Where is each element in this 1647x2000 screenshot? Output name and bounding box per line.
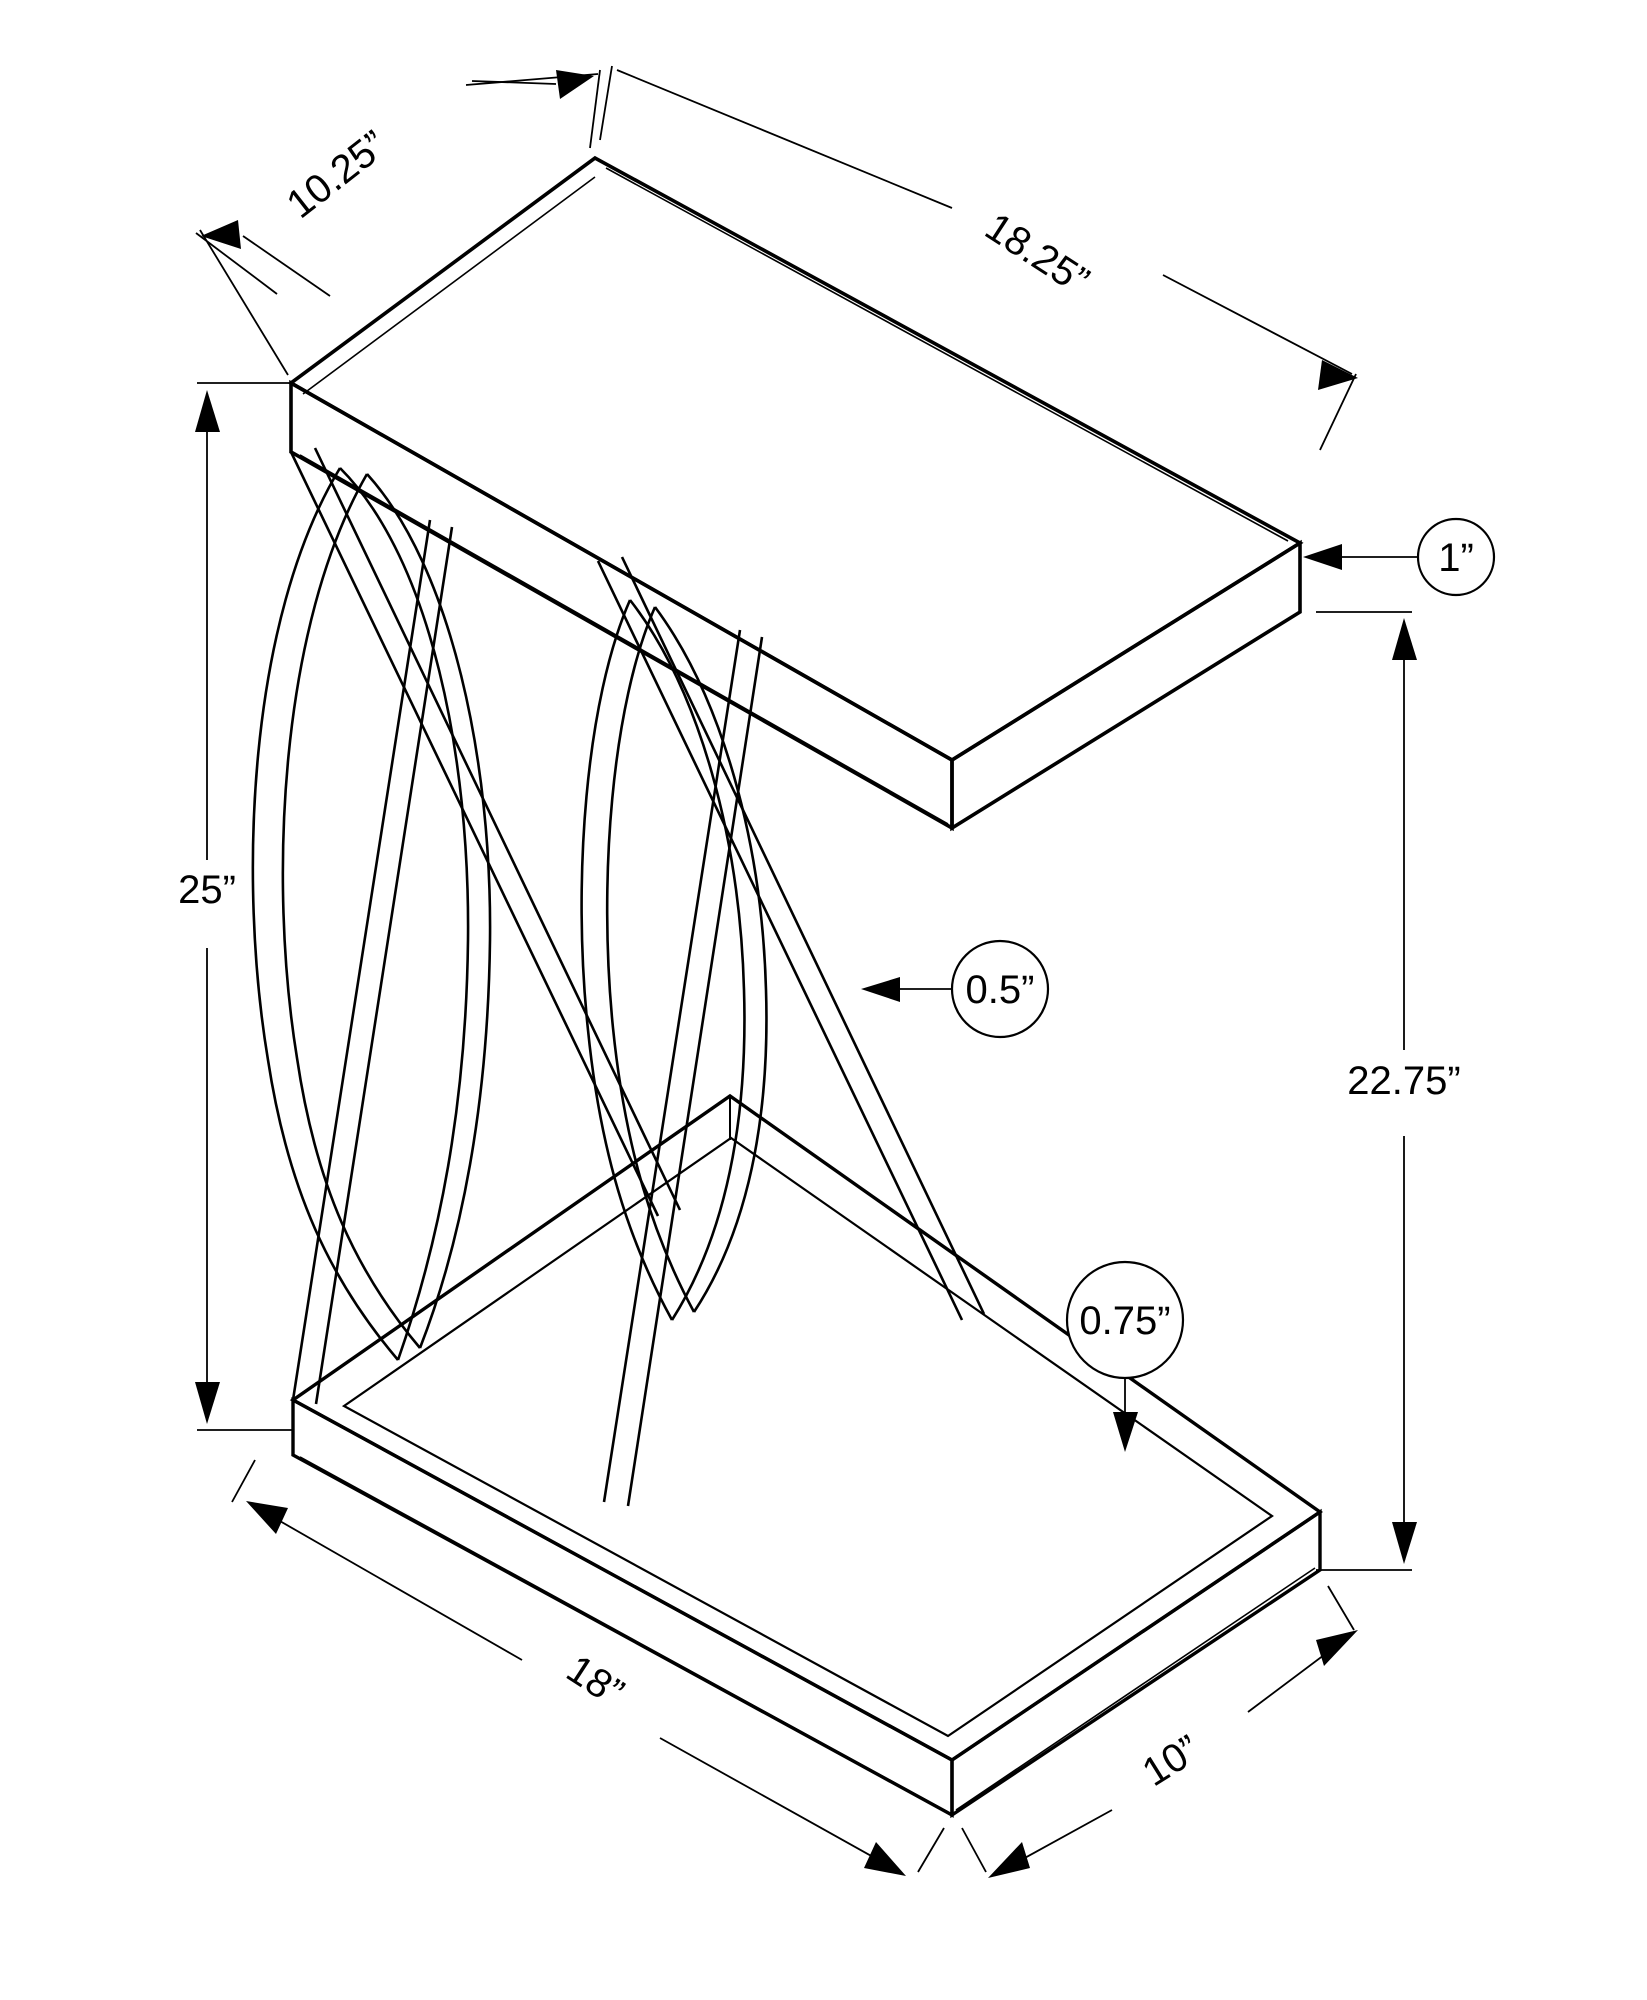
dimension-label-width-top: 18.25” <box>978 205 1097 304</box>
dimension-label-height-total: 25” <box>178 868 236 912</box>
callout-label-shelf-thickness: 0.75” <box>1079 1299 1170 1343</box>
callout-shelf-thickness <box>1065 1260 1185 1452</box>
dimension-label-width-base: 18” <box>559 1647 631 1715</box>
base-shelf-frame <box>289 1093 1323 1819</box>
callout-circle-1in <box>1416 517 1496 597</box>
dimension-label-depth-top: 10.25” <box>279 123 395 228</box>
dimension-label-height-shelf: 22.75” <box>1347 1059 1460 1103</box>
dimension-label-depth-base: 10” <box>1135 1727 1207 1795</box>
dimension-height-total <box>195 382 292 1431</box>
table-top-panel <box>287 155 1304 832</box>
dimension-width-top <box>599 65 1358 451</box>
callout-labels: 1” 0.5” 0.75” <box>966 536 1474 1343</box>
callout-circle-half-in <box>950 939 1050 1039</box>
dimension-annotations <box>195 65 1496 1878</box>
callout-label-top-thickness: 1” <box>1438 536 1474 580</box>
side-frame-back <box>251 447 682 1405</box>
dimension-depth-top <box>195 69 601 376</box>
table-geometry <box>251 155 1323 1819</box>
callout-label-frame-thickness: 0.5” <box>966 968 1035 1012</box>
callout-circle-three-quarter-in <box>1065 1260 1185 1380</box>
dimension-labels: 10.25” 18.25” 25” 22.75” 18” 10” <box>178 123 1461 1795</box>
side-frame-front <box>580 556 986 1507</box>
dimension-depth-base <box>961 1585 1358 1878</box>
dimension-width-base <box>231 1459 945 1876</box>
dimension-height-shelf <box>1316 611 1417 1571</box>
callout-frame-thickness <box>861 939 1050 1039</box>
callout-top-thickness <box>1303 517 1496 597</box>
